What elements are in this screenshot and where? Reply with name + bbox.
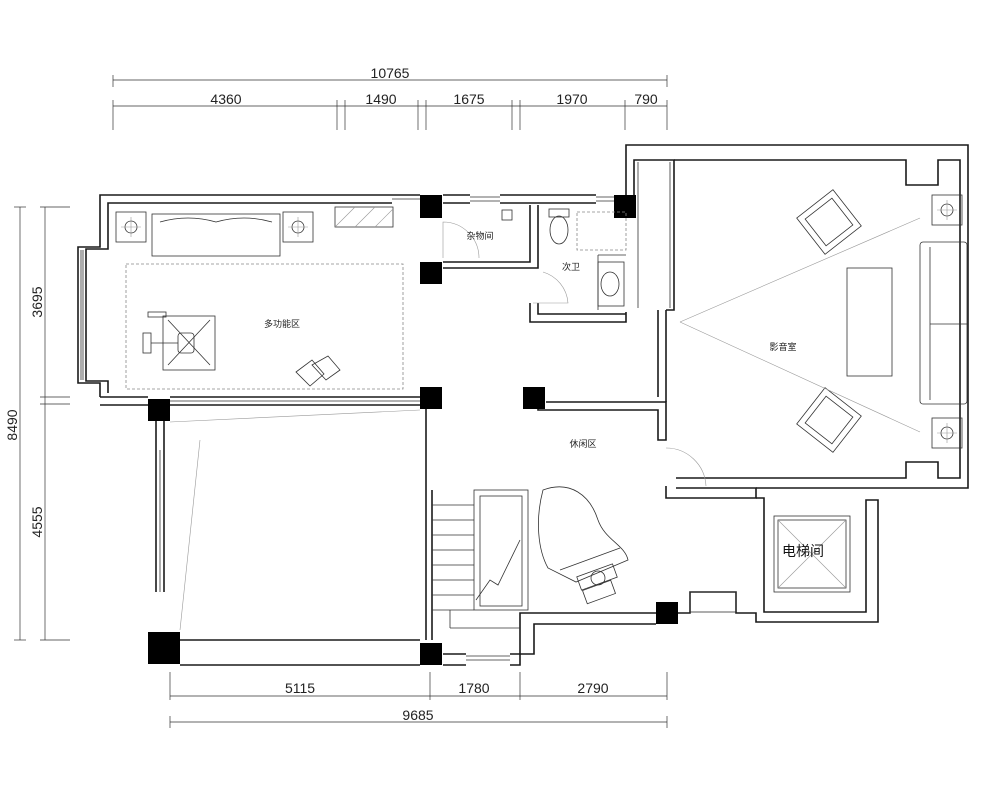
column bbox=[420, 262, 442, 284]
dim-top-seg-5: 790 bbox=[634, 91, 658, 107]
column bbox=[523, 387, 545, 409]
doors bbox=[442, 221, 707, 487]
armchair bbox=[796, 189, 862, 255]
grand-piano bbox=[538, 486, 629, 605]
bathroom-fixtures bbox=[501, 208, 627, 307]
theater-sofa bbox=[919, 241, 968, 405]
fitness-equipment bbox=[142, 311, 216, 371]
sink bbox=[600, 271, 620, 297]
columns bbox=[148, 195, 678, 665]
column bbox=[420, 643, 442, 665]
dim-top-seg-1: 4360 bbox=[210, 91, 241, 107]
dim-left-seg-1: 3695 bbox=[29, 286, 45, 317]
walls bbox=[77, 144, 969, 666]
coffee-table bbox=[846, 267, 893, 377]
dim-top-seg-3: 1675 bbox=[453, 91, 484, 107]
column bbox=[656, 602, 678, 624]
toilet-bowl bbox=[549, 215, 569, 245]
multi-function-furniture bbox=[115, 206, 404, 390]
room-label-theater: 影音室 bbox=[769, 341, 796, 353]
room-label-multi-function: 多功能区 bbox=[264, 318, 300, 330]
floor-cushions bbox=[295, 355, 341, 387]
dim-bottom-total: 9685 bbox=[402, 707, 433, 723]
dim-top-seg-2: 1490 bbox=[365, 91, 396, 107]
dim-bottom-seg-2: 1780 bbox=[458, 680, 489, 696]
dim-top-total: 10765 bbox=[371, 65, 410, 81]
dim-bottom-seg-1: 5115 bbox=[285, 680, 315, 696]
top-dimensions: 10765 4360 1490 1675 1970 790 bbox=[112, 65, 668, 130]
dim-top-seg-4: 1970 bbox=[556, 91, 587, 107]
elevator-shaft bbox=[773, 515, 851, 593]
column bbox=[420, 195, 442, 218]
dim-left-seg-2: 4555 bbox=[29, 506, 45, 537]
room-label-elevator: 电梯间 bbox=[782, 544, 824, 560]
rug bbox=[125, 263, 404, 390]
sofa bbox=[151, 213, 281, 257]
column bbox=[148, 399, 170, 421]
column bbox=[614, 195, 636, 218]
dim-bottom-seg-3: 2790 bbox=[577, 680, 608, 696]
room-label-bathroom: 次卫 bbox=[562, 261, 580, 273]
room-label-lounge: 休闲区 bbox=[569, 438, 596, 450]
dim-left-total: 8490 bbox=[4, 409, 20, 440]
column bbox=[148, 632, 180, 664]
theater-furniture bbox=[679, 189, 968, 453]
staircase bbox=[432, 489, 529, 629]
piano-bench bbox=[581, 579, 617, 605]
left-dimensions: 8490 3695 4555 bbox=[4, 206, 70, 641]
bottom-dimensions: 5115 1780 2790 9685 bbox=[169, 672, 668, 728]
room-label-storage: 杂物间 bbox=[466, 230, 493, 242]
toilet-tank bbox=[548, 208, 570, 218]
sink-counter bbox=[597, 261, 625, 307]
column bbox=[420, 387, 442, 409]
armchair bbox=[796, 387, 862, 453]
